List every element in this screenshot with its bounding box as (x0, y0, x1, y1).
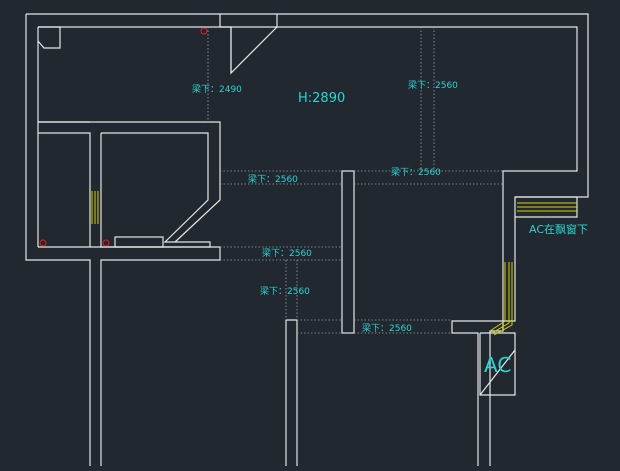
ac-note-label: AC在飘窗下 (529, 222, 588, 236)
bedroom-wall (38, 121, 221, 243)
ac-unit-label: AC (484, 353, 511, 377)
windows (91, 191, 577, 336)
ac-diagonal (479, 349, 516, 396)
lower-wall (285, 319, 298, 466)
beam-label-2560-lower-2: 梁下：2560 (260, 285, 310, 297)
beam-label-2490: 梁下：2490 (192, 83, 242, 95)
beam-label-2560-lower-1: 梁下：2560 (262, 247, 312, 259)
bedroom-interior (100, 132, 211, 248)
window-east-3 (493, 262, 513, 336)
beam-label-2560-bottom: 梁下：2560 (362, 322, 412, 334)
ceiling-height-label: H:2890 (298, 91, 345, 106)
outer-wall (26, 13, 589, 466)
counter-outline (37, 26, 61, 49)
beam-label-2560-mid-left: 梁下：2560 (248, 173, 298, 185)
marker-bottom-left (39, 239, 47, 247)
desk (114, 236, 164, 248)
markers (39, 27, 208, 247)
window-east-2 (491, 262, 510, 334)
window-east-1 (489, 262, 506, 332)
beam-label-2560-top: 梁下：2560 (408, 79, 458, 91)
ac-box (479, 332, 516, 396)
door-notch (219, 14, 278, 28)
beam-lines (207, 27, 503, 334)
annotations: H:2890 梁下：2490 梁下：2560 梁下：2560 梁下：2560 梁… (192, 79, 588, 377)
walls (25, 13, 589, 466)
partition-wall (341, 170, 355, 334)
marker-top (200, 27, 208, 35)
beam-label-2560-mid-right: 梁下：2560 (391, 166, 441, 178)
marker-bedroom (102, 239, 110, 247)
corridor-wall (90, 246, 221, 466)
bedroom-wall-inner (38, 132, 91, 248)
west-wall (25, 14, 91, 466)
